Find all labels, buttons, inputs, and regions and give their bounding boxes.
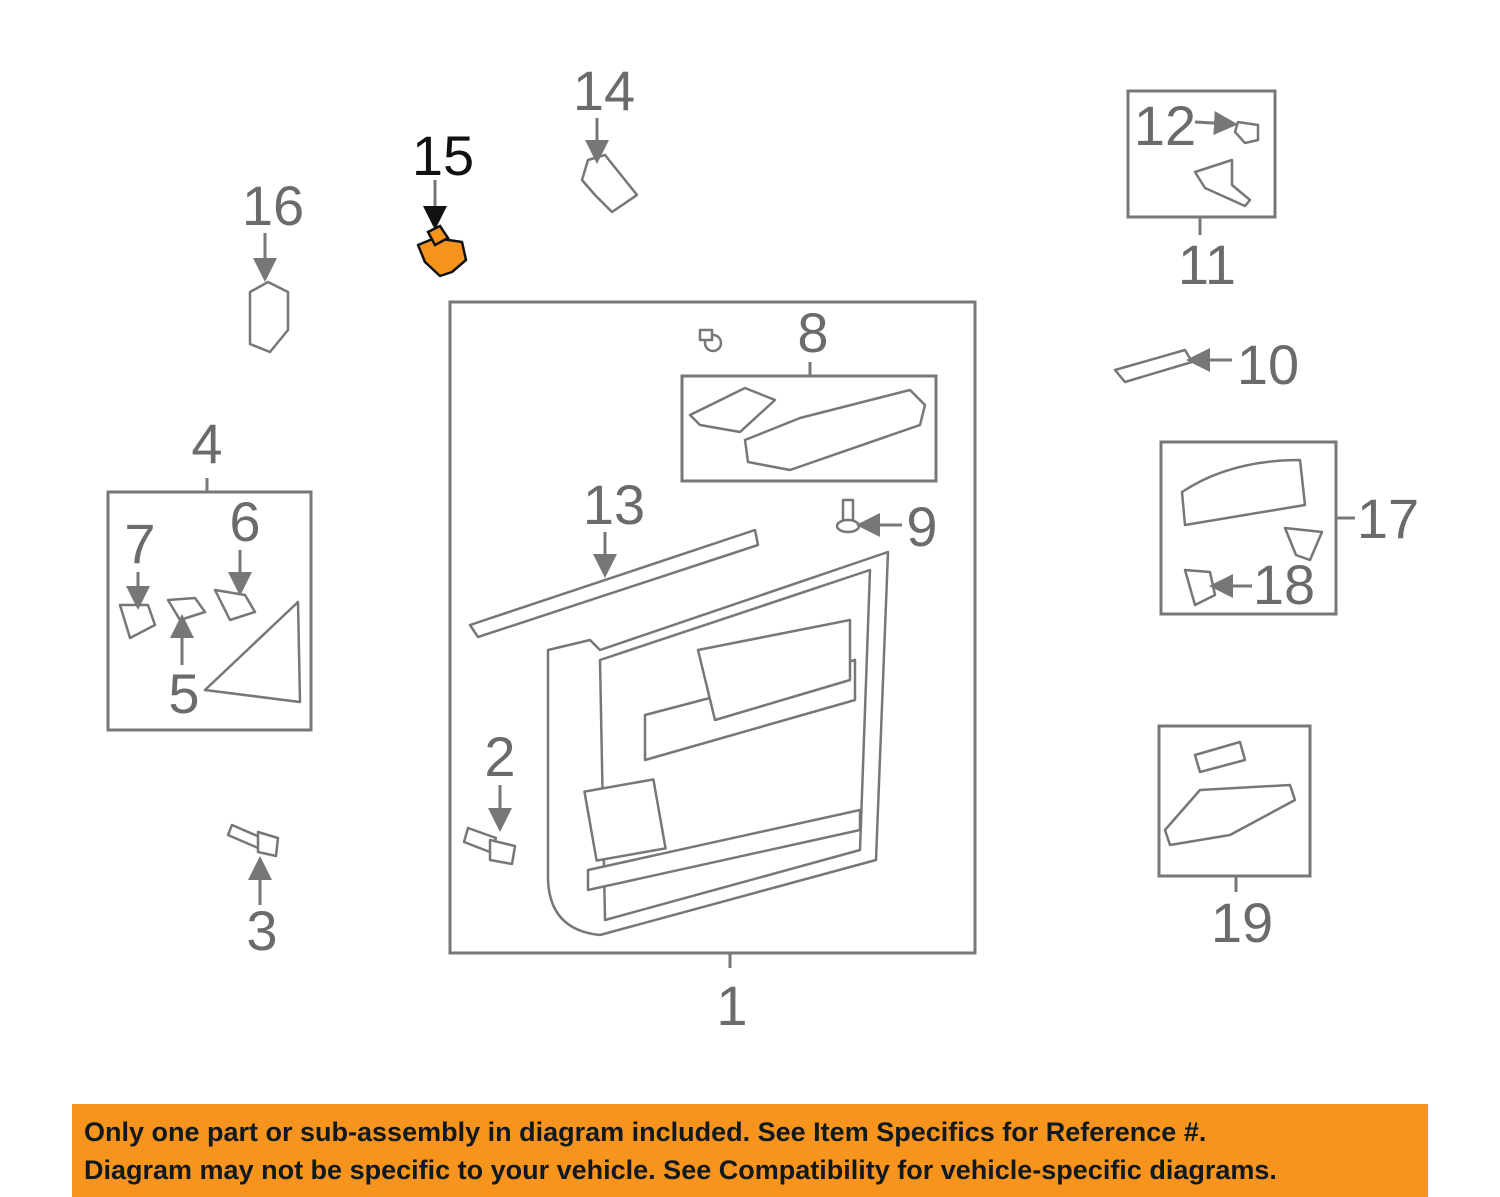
screw-9-part — [835, 498, 861, 534]
belt-moulding-part — [468, 528, 760, 639]
part-14 — [580, 153, 639, 214]
notice-line-1: Only one part or sub-assembly in diagram… — [84, 1117, 1207, 1147]
armrest-part — [688, 386, 927, 472]
callout-1: 1 — [716, 974, 747, 1037]
callout-2: 2 — [484, 725, 515, 788]
bolt-3-part — [226, 823, 280, 858]
callout-10: 10 — [1237, 333, 1299, 396]
clip-8-part — [698, 328, 723, 353]
callout-15: 15 — [412, 124, 474, 187]
part-15-highlighted — [416, 224, 468, 278]
bracket-16-part — [248, 280, 290, 354]
callout-14: 14 — [573, 59, 635, 122]
callout-8: 8 — [797, 301, 828, 364]
callout-18: 18 — [1253, 553, 1315, 616]
callout-6: 6 — [229, 490, 260, 553]
callout-12: 12 — [1134, 94, 1196, 157]
mirror-cover-group-box — [106, 490, 313, 732]
callout-4: 4 — [191, 412, 222, 475]
switch-bezel-part — [1180, 458, 1324, 607]
notice-line-2: Diagram may not be specific to your vehi… — [84, 1155, 1277, 1185]
callout-17: 17 — [1357, 487, 1419, 550]
callout-16: 16 — [242, 174, 304, 237]
callout-5: 5 — [168, 662, 199, 725]
callout-9: 9 — [906, 495, 937, 558]
notice-banner: Only one part or sub-assembly in diagram… — [72, 1104, 1428, 1197]
callout-19: 19 — [1211, 891, 1273, 954]
callout-7: 7 — [124, 512, 155, 575]
callout-11: 11 — [1178, 233, 1236, 296]
callout-3: 3 — [246, 899, 277, 962]
bracket-11-part — [1193, 120, 1260, 208]
mirror-cover-part — [118, 588, 302, 704]
switch-bezel-group-box — [1159, 440, 1338, 616]
door-trim-panel-group-box — [448, 300, 977, 955]
callout-13: 13 — [583, 473, 645, 536]
door-trim-panel-part — [546, 550, 890, 937]
part-10 — [1113, 348, 1194, 384]
pull-handle-part — [1163, 740, 1297, 847]
screw-2-part — [462, 826, 517, 866]
